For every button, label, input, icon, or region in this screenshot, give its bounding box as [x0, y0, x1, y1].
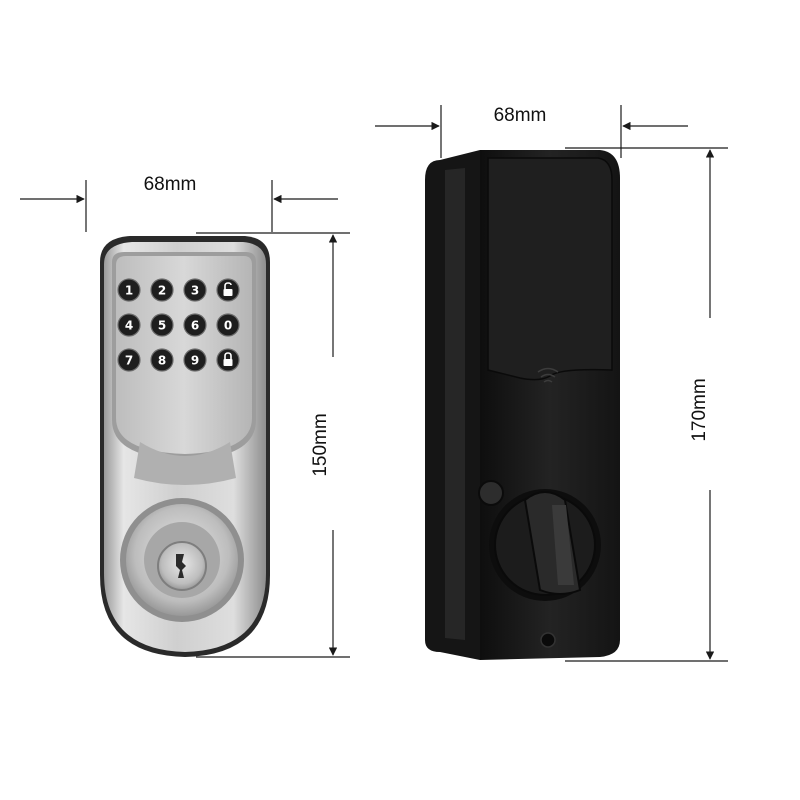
- keypad-key[interactable]: 6: [183, 313, 207, 337]
- front-width-dimension: 68mm: [20, 174, 338, 232]
- keypad-key-label: 2: [158, 284, 166, 298]
- keypad-key[interactable]: 5: [150, 313, 174, 337]
- keypad-key[interactable]: 7: [117, 348, 141, 372]
- lock-icon: [223, 352, 233, 366]
- back-height-dimension: 170mm: [565, 147, 728, 662]
- keypad-key[interactable]: 2: [150, 278, 174, 302]
- keypad-key-label: 3: [191, 284, 199, 298]
- keypad-key-label: 0: [224, 319, 232, 333]
- keypad-key-label: 9: [191, 354, 199, 368]
- keyway-icon: [176, 554, 186, 578]
- front-height-label: 150mm: [310, 413, 331, 476]
- keypad-key-label: 1: [125, 284, 133, 298]
- keypad-key-label: 4: [125, 319, 133, 333]
- back-lock: [425, 150, 620, 660]
- keypad-key[interactable]: 0: [216, 313, 240, 337]
- screw-icon: [540, 632, 556, 648]
- back-height-label: 170mm: [689, 378, 710, 441]
- keypad-key[interactable]: 8: [150, 348, 174, 372]
- keypad-key-label: 8: [158, 354, 166, 368]
- keypad-key[interactable]: [216, 278, 240, 302]
- keypad-key[interactable]: 1: [117, 278, 141, 302]
- battery-cover: [487, 157, 613, 381]
- back-width-label: 68mm: [494, 105, 547, 126]
- keypad: 1 2 3 4 5 6 0 7 8 9: [117, 278, 240, 372]
- keypad-key[interactable]: [216, 348, 240, 372]
- front-width-label: 68mm: [144, 174, 197, 195]
- keypad-key-label: 5: [158, 319, 166, 333]
- keypad-key[interactable]: 4: [117, 313, 141, 337]
- front-height-dimension: 150mm: [196, 232, 350, 658]
- reset-button[interactable]: [478, 480, 504, 506]
- back-width-dimension: 68mm: [375, 105, 688, 158]
- wifi-icon: [537, 367, 559, 383]
- keypad-key-label: 6: [191, 319, 199, 333]
- keypad-key-label: 7: [125, 354, 133, 368]
- front-lock: 1 2 3 4 5 6 0 7 8 9: [100, 236, 270, 657]
- keypad-key[interactable]: 3: [183, 278, 207, 302]
- unlock-icon: [223, 282, 233, 296]
- keypad-key[interactable]: 9: [183, 348, 207, 372]
